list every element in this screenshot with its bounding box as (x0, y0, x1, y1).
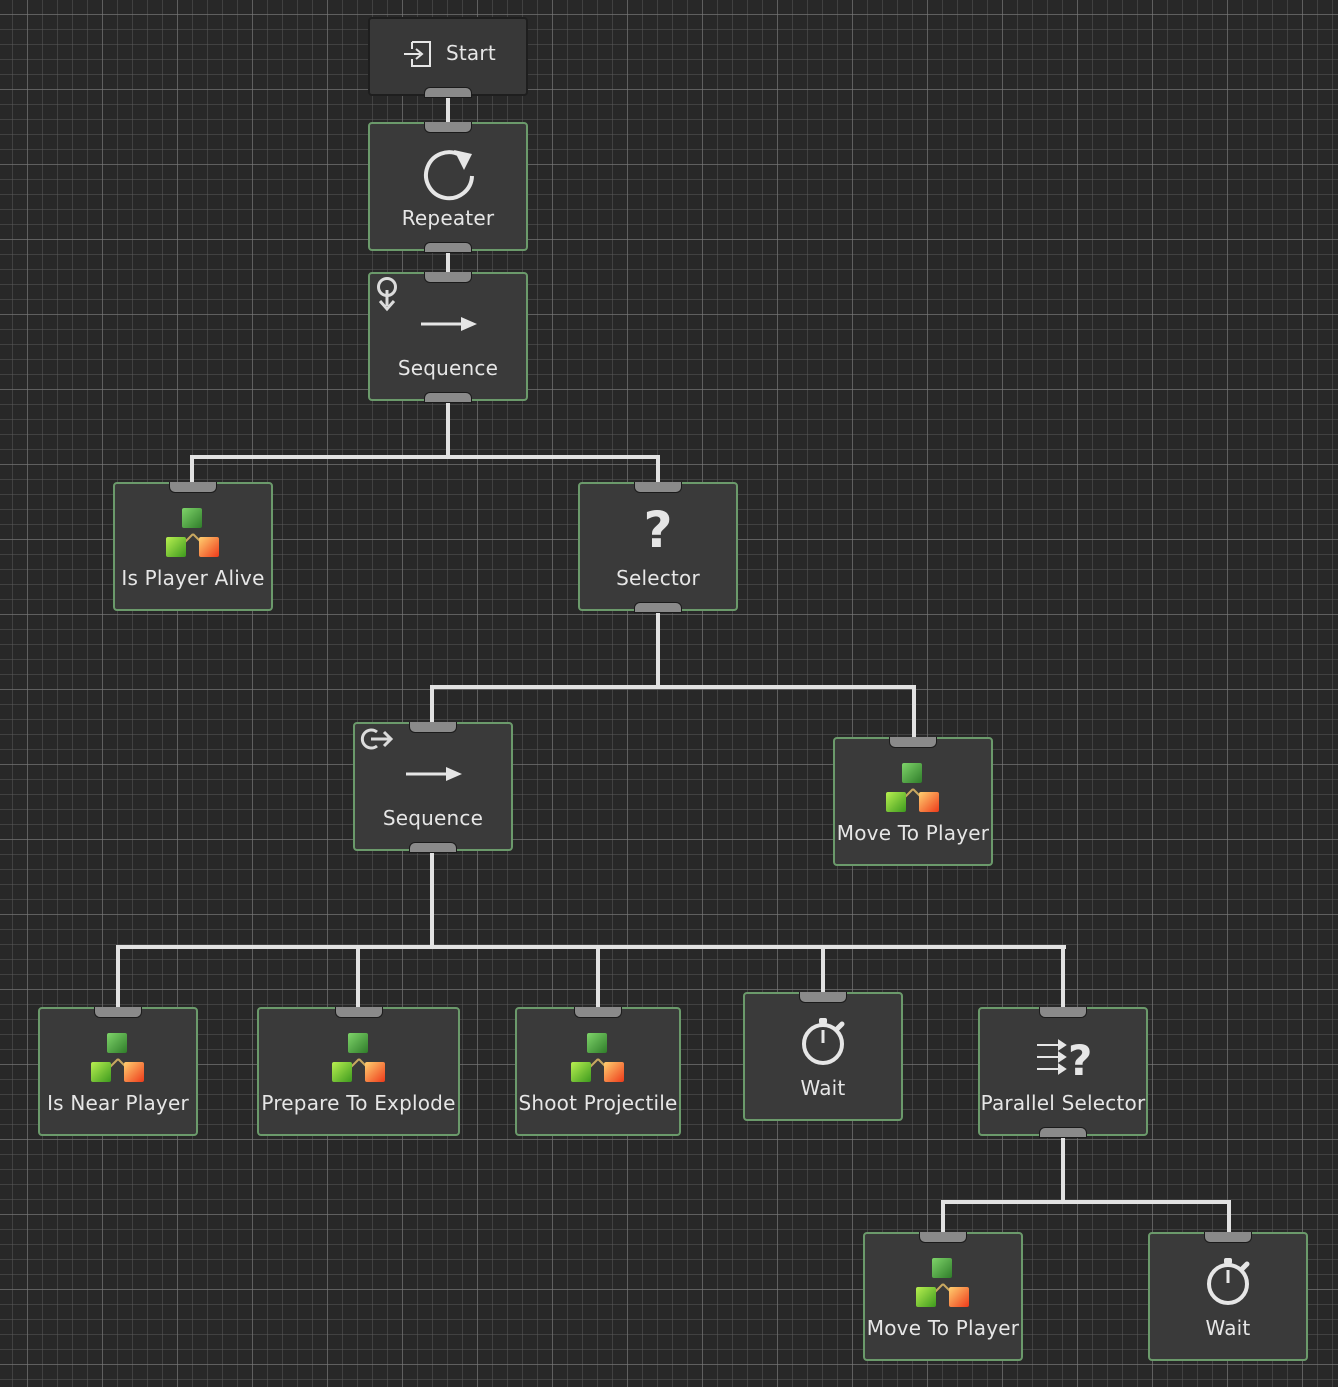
node-is-player-alive[interactable]: Is Player Alive (113, 482, 273, 611)
action-cubes-icon (329, 1031, 389, 1087)
loop-down-icon (377, 277, 397, 312)
edge-to-parallel-selector (1061, 945, 1065, 1008)
output-port[interactable] (424, 392, 472, 403)
node-label: Repeater (401, 206, 495, 230)
node-sequence-root[interactable]: Sequence (368, 272, 528, 403)
edge-to-is-player-alive (190, 455, 194, 483)
node-label: Sequence (382, 806, 484, 830)
input-port[interactable] (424, 272, 472, 283)
node-label: Selector (616, 566, 700, 590)
node-label: Move To Player (836, 821, 990, 845)
input-port[interactable] (1204, 1232, 1252, 1243)
node-label: Move To Player (866, 1316, 1020, 1340)
edge-to-sequence-inner (430, 685, 434, 723)
input-port[interactable] (889, 737, 937, 748)
node-repeater[interactable]: Repeater (368, 122, 528, 253)
node-label: Shoot Projectile (518, 1091, 678, 1115)
edge-to-shoot-projectile (596, 945, 600, 1008)
edge-to-prepare-to-explode (356, 945, 360, 1008)
output-port[interactable] (409, 842, 457, 853)
edge-to-move-to-player-1 (912, 685, 916, 738)
node-wait-2[interactable]: Wait (1148, 1232, 1308, 1361)
node-label: Start (446, 41, 496, 65)
enter-icon (404, 41, 431, 67)
input-port[interactable] (424, 122, 472, 133)
input-port[interactable] (334, 1007, 383, 1018)
node-start[interactable]: Start (368, 17, 528, 98)
parallel-question-icon: ? (1037, 1037, 1092, 1081)
edge-selector-trunk (656, 610, 660, 689)
input-port[interactable] (574, 1007, 622, 1018)
action-cubes-icon (568, 1031, 628, 1087)
node-shoot-projectile[interactable]: Shoot Projectile (515, 1007, 681, 1136)
edge-to-wait-2 (1227, 1200, 1231, 1233)
edge-start-repeater (446, 95, 450, 123)
node-move-to-player-1[interactable]: Move To Player (833, 737, 993, 866)
arrow-right-icon (404, 764, 464, 784)
node-selector[interactable]: ? Selector (578, 482, 738, 613)
action-cubes-icon (913, 1256, 973, 1312)
node-label: Wait (1205, 1316, 1251, 1340)
edge-to-is-near-player (116, 945, 120, 1008)
node-parallel-selector[interactable]: ? Parallel Selector (978, 1007, 1148, 1138)
input-port[interactable] (799, 992, 847, 1003)
edge-repeater-sequence (446, 250, 450, 273)
edge-to-move-to-player-2 (941, 1200, 945, 1233)
edge-sequence-trunk (446, 400, 450, 459)
arrow-right-icon (419, 314, 479, 334)
input-port[interactable] (169, 482, 217, 493)
question-icon: ? (643, 501, 673, 559)
input-port[interactable] (94, 1007, 142, 1018)
input-port[interactable] (1039, 1007, 1087, 1018)
node-move-to-player-2[interactable]: Move To Player (863, 1232, 1023, 1361)
edge-selector-bar (430, 685, 916, 689)
input-port[interactable] (919, 1232, 967, 1243)
output-port[interactable] (634, 602, 682, 613)
node-label: Sequence (397, 356, 499, 380)
node-is-near-player[interactable]: Is Near Player (38, 1007, 198, 1136)
output-port[interactable] (424, 242, 472, 253)
action-cubes-icon (163, 506, 223, 562)
stopwatch-icon (1204, 1256, 1254, 1306)
input-port[interactable] (634, 482, 682, 493)
node-wait-1[interactable]: Wait (743, 992, 903, 1121)
node-label: Wait (800, 1076, 846, 1100)
svg-text:?: ? (1068, 1037, 1092, 1081)
edge-to-selector (656, 455, 660, 483)
node-sequence-inner[interactable]: Sequence (353, 722, 513, 853)
input-port[interactable] (409, 722, 457, 733)
edge-to-wait-1 (821, 945, 825, 993)
edge-parallel-trunk (1061, 1135, 1065, 1204)
repeat-icon (424, 150, 474, 201)
node-label: Prepare To Explode (261, 1091, 456, 1115)
node-prepare-to-explode[interactable]: Prepare To Explode (257, 1007, 460, 1136)
edge-sequence-inner-trunk (430, 850, 434, 949)
action-cubes-icon (88, 1031, 148, 1087)
stopwatch-icon (799, 1016, 849, 1066)
edge-sequence-inner-bar (116, 945, 1066, 949)
output-port[interactable] (1039, 1127, 1087, 1138)
output-port[interactable] (424, 87, 472, 98)
node-label: Is Player Alive (121, 566, 265, 590)
action-cubes-icon (883, 761, 943, 817)
node-label: Is Near Player (47, 1091, 189, 1115)
node-label: Parallel Selector (980, 1091, 1146, 1115)
edge-sequence-bar (190, 455, 660, 459)
edge-parallel-bar (941, 1200, 1231, 1204)
loop-exit-icon (360, 728, 394, 750)
